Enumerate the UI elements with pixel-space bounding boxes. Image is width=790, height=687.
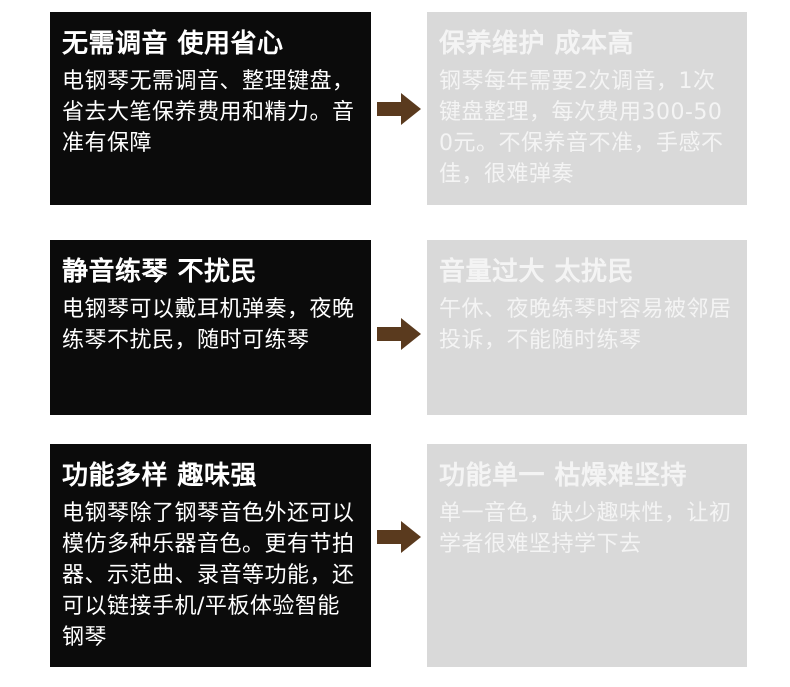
disadvantage-title: 保养维护 成本高	[439, 29, 635, 59]
advantage-card-tuning: 无需调音 使用省心 电钢琴无需调音、整理键盘，省去大笔保养费用和精力。音准有保障	[50, 12, 371, 205]
right-arrow-icon	[375, 91, 423, 127]
advantage-title: 静音练琴 不扰民	[62, 257, 258, 287]
advantage-body: 电钢琴可以戴耳机弹奏，夜晚练琴不扰民，随时可练琴	[62, 297, 355, 353]
advantage-body: 电钢琴除了钢琴音色外还可以模仿多种乐器音色。更有节拍器、示范曲、录音等功能，还可…	[62, 501, 355, 650]
disadvantage-card-noise: 音量过大 太扰民 午休、夜晚练琴时容易被邻居投诉，不能随时练琴	[427, 240, 747, 415]
disadvantage-title: 功能单一 枯燥难坚持	[439, 461, 688, 491]
right-arrow-icon	[375, 316, 423, 352]
right-arrow-icon	[375, 519, 423, 555]
disadvantage-body: 钢琴每年需要2次调音，1次键盘整理，每次费用300-500元。不保养音不准，手感…	[439, 69, 724, 187]
advantage-title: 功能多样 趣味强	[62, 461, 258, 491]
advantage-card-features: 功能多样 趣味强 电钢琴除了钢琴音色外还可以模仿多种乐器音色。更有节拍器、示范曲…	[50, 444, 371, 667]
disadvantage-body: 单一音色，缺少趣味性，让初学者很难坚持学下去	[439, 501, 732, 557]
advantage-title: 无需调音 使用省心	[62, 29, 284, 59]
disadvantage-title: 音量过大 太扰民	[439, 257, 635, 287]
advantage-body: 电钢琴无需调音、整理键盘，省去大笔保养费用和精力。音准有保障	[62, 69, 355, 156]
disadvantage-card-maintenance: 保养维护 成本高 钢琴每年需要2次调音，1次键盘整理，每次费用300-500元。…	[427, 12, 747, 205]
disadvantage-body: 午休、夜晚练琴时容易被邻居投诉，不能随时练琴	[439, 297, 732, 353]
advantage-card-silent: 静音练琴 不扰民 电钢琴可以戴耳机弹奏，夜晚练琴不扰民，随时可练琴	[50, 240, 371, 415]
disadvantage-card-boring: 功能单一 枯燥难坚持 单一音色，缺少趣味性，让初学者很难坚持学下去	[427, 444, 747, 667]
